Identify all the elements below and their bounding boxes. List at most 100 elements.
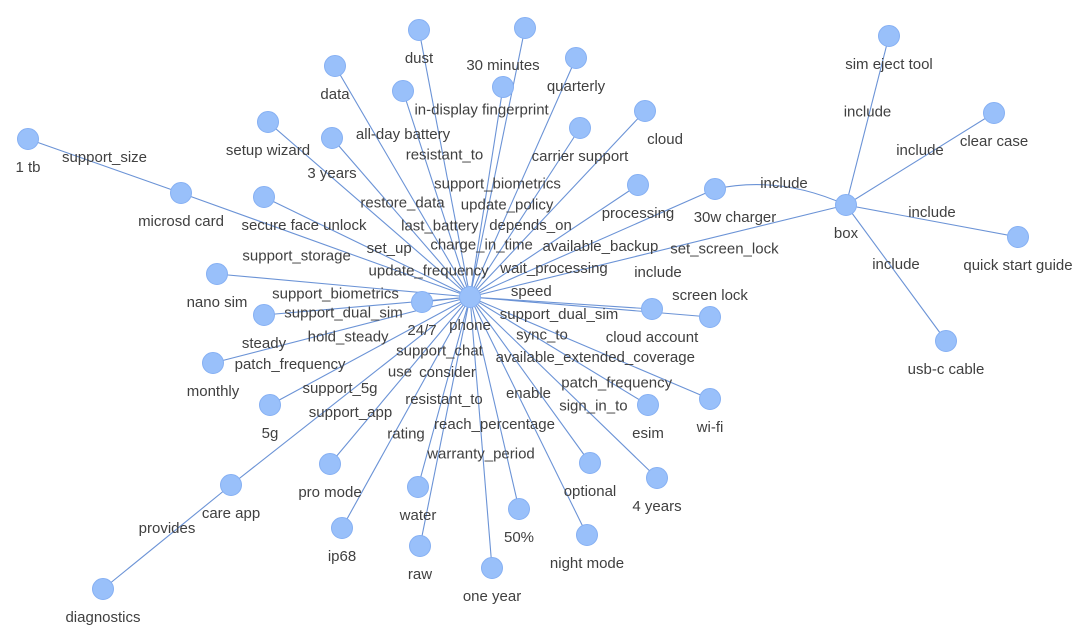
node-careapp[interactable] xyxy=(220,474,242,496)
node-setup[interactable] xyxy=(257,111,279,133)
node-label: cloud xyxy=(647,131,683,148)
node-water[interactable] xyxy=(407,476,429,498)
node-247[interactable] xyxy=(411,291,433,313)
edge-label: patch_frequency xyxy=(235,356,346,373)
edge-label: support_app xyxy=(309,404,392,421)
node-usbc[interactable] xyxy=(935,330,957,352)
edge-box-simtool xyxy=(845,35,890,206)
node-promode[interactable] xyxy=(319,453,341,475)
node-clearcase[interactable] xyxy=(983,102,1005,124)
edge-label: speed xyxy=(511,283,552,300)
node-3years[interactable] xyxy=(321,127,343,149)
node-label: night mode xyxy=(550,555,624,572)
edge-phone-3years xyxy=(331,137,471,298)
node-1tb[interactable] xyxy=(17,128,39,150)
edges-layer xyxy=(27,27,1019,590)
edge-label: patch_frequency xyxy=(561,375,672,392)
node-label: dust xyxy=(405,50,434,67)
edge-phone-setup xyxy=(267,121,471,298)
edge-phone-nightmode xyxy=(469,296,588,536)
node-processing[interactable] xyxy=(627,174,649,196)
node-box[interactable] xyxy=(835,194,857,216)
node-label: secure face unlock xyxy=(241,217,367,234)
node-optional[interactable] xyxy=(579,452,601,474)
node-5g[interactable] xyxy=(259,394,281,416)
node-carrier[interactable] xyxy=(569,117,591,139)
node-label: all-day battery xyxy=(356,126,451,143)
edge-label: support_storage xyxy=(242,248,350,265)
node-fingerprint[interactable] xyxy=(514,17,536,39)
node-label: 1 tb xyxy=(15,159,40,176)
node-label: nano sim xyxy=(187,294,248,311)
edge-microsd-1tb xyxy=(27,138,182,194)
node-microsd[interactable] xyxy=(170,182,192,204)
edge-phone-screenlock xyxy=(469,296,711,318)
edge-label: update_frequency xyxy=(369,262,490,279)
edge-phone-4years xyxy=(469,296,658,479)
node-label: box xyxy=(834,225,859,242)
node-label: cloud account xyxy=(606,329,699,346)
edge-label: include xyxy=(844,104,892,121)
edge-label: reach_percentage xyxy=(434,416,555,433)
edge-label: available_extended_coverage xyxy=(496,349,695,366)
node-label: in-display fingerprint xyxy=(414,102,549,119)
edge-label: include xyxy=(872,256,920,273)
edge-label: available_backup xyxy=(542,238,658,255)
node-data[interactable] xyxy=(324,55,346,77)
edge-careapp-diagnostics xyxy=(102,484,232,590)
node-label: phone xyxy=(449,317,491,334)
node-simtool[interactable] xyxy=(878,25,900,47)
edge-box-charger xyxy=(714,184,847,206)
node-label: 30 minutes xyxy=(466,57,539,74)
node-label: steady xyxy=(242,335,287,352)
node-nanosim[interactable] xyxy=(206,263,228,285)
node-label: 30w charger xyxy=(694,209,777,226)
edge-label: support_dual_sim xyxy=(284,305,402,322)
node-label: 24/7 xyxy=(407,322,436,339)
edge-label: last_battery xyxy=(401,217,479,234)
edge-phone-esim xyxy=(469,296,649,406)
node-faceunlock[interactable] xyxy=(253,186,275,208)
node-label: microsd card xyxy=(138,213,224,230)
node-4years[interactable] xyxy=(646,467,668,489)
node-raw[interactable] xyxy=(409,535,431,557)
node-phone[interactable] xyxy=(459,286,481,308)
node-label: carrier support xyxy=(532,148,630,165)
node-diagnostics[interactable] xyxy=(92,578,114,600)
node-dust[interactable] xyxy=(408,19,430,41)
node-battery[interactable] xyxy=(392,80,414,102)
node-label: data xyxy=(320,86,350,103)
edge-phone-faceunlock xyxy=(263,196,471,298)
node-cloud[interactable] xyxy=(634,100,656,122)
edge-label: resistant_to xyxy=(405,391,483,408)
node-50pct[interactable] xyxy=(508,498,530,520)
edge-phone-30min xyxy=(469,86,504,298)
node-quickstart[interactable] xyxy=(1007,226,1029,248)
edge-label: include xyxy=(896,142,944,159)
node-label: clear case xyxy=(960,133,1028,150)
node-30min[interactable] xyxy=(492,76,514,98)
node-monthly[interactable] xyxy=(202,352,224,374)
node-label: ip68 xyxy=(328,548,356,565)
edge-phone-50pct xyxy=(469,296,520,510)
labels-layer: phone box dust in-display fingerprint data al… xyxy=(15,50,1072,626)
node-ip68[interactable] xyxy=(331,517,353,539)
node-label: 4 years xyxy=(632,498,681,515)
node-quarterly[interactable] xyxy=(565,47,587,69)
node-charger[interactable] xyxy=(704,178,726,200)
edge-label: rating xyxy=(387,426,425,443)
node-cloudaccount[interactable] xyxy=(641,298,663,320)
node-esim[interactable] xyxy=(637,394,659,416)
node-label: wi-fi xyxy=(696,419,724,436)
node-screenlock[interactable] xyxy=(699,306,721,328)
edge-phone-box xyxy=(469,204,847,298)
node-oneyear[interactable] xyxy=(481,557,503,579)
edge-phone-battery xyxy=(402,90,471,298)
node-nightmode[interactable] xyxy=(576,524,598,546)
node-steady[interactable] xyxy=(253,304,275,326)
nodes-layer xyxy=(17,17,1029,600)
node-label: care app xyxy=(202,505,260,522)
node-wifi[interactable] xyxy=(699,388,721,410)
node-label: one year xyxy=(463,588,521,605)
